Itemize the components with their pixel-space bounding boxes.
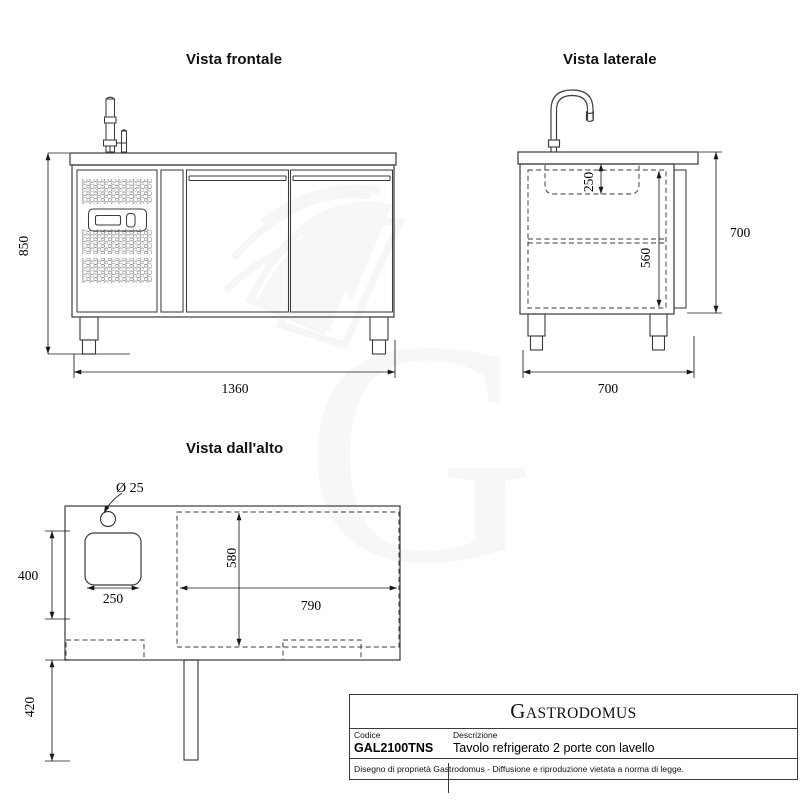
description-value: Tavolo refrigerato 2 porte con lavello [453,741,655,755]
top-view-geometry [64,492,401,761]
top-leg-strips-dashed [65,639,362,661]
side-leg-rear [649,313,668,351]
title-block-footer-row: Disegno di proprietà Gastrodomus - Diffu… [350,759,797,779]
side-dim-700-horizontal [522,336,695,378]
dim-label-top-790: 790 [300,598,322,613]
dim-label-side-basin: 250 [581,171,596,193]
dim-label-top-580: 580 [224,547,239,569]
front-leg-left [79,316,99,355]
front-dim-850 [45,152,130,355]
code-value: GAL2100TNS [354,741,434,755]
top-tap-hole [99,510,117,528]
dim-label-front-width: 1360 [221,381,249,396]
title-block: GASTRODOMUS Codice GAL2100TNS Descrizion… [349,694,798,793]
front-compressor-panel [76,169,158,313]
top-worktop-outline [64,505,401,661]
side-view-geometry [517,89,699,351]
dim-label-top-400: 400 [18,568,39,583]
title-block-divider [448,763,449,793]
front-worktop [69,152,397,166]
top-dim-420 [45,659,70,762]
side-faucet-icon [547,89,594,152]
title-block-info-row: Codice GAL2100TNS Descrizione Tavolo ref… [350,729,797,793]
top-tap-hole-leader [103,492,123,514]
side-worktop [517,151,699,165]
side-inner-cabinet-dashed [527,169,667,309]
description-label: Descrizione [453,730,498,740]
dim-label-top-420: 420 [22,696,37,718]
side-dim-700-vertical [687,151,722,314]
top-shelf-dashed [176,511,400,648]
copyright-note: Disegno di proprietà Gastrodomus - Diffu… [354,764,684,774]
front-blank-panel [160,169,184,313]
front-control-panel [87,208,148,232]
dim-label-side-depth: 700 [597,381,619,396]
front-view-geometry [69,96,397,355]
brand-name: ASTRODOMUS [525,705,637,722]
code-label: Codice [354,730,381,740]
front-door-left [185,169,290,313]
view-title-side: Vista laterale [563,51,657,68]
side-leg-front [527,313,546,351]
front-leg-right [369,316,389,355]
view-title-top: Vista dall'alto [186,440,284,457]
dim-label-top-250: 250 [102,591,124,606]
top-splashback-strip [183,659,199,761]
front-ventilation-grille [82,179,152,283]
top-dim-400 [45,530,70,620]
dim-label-side-height: 700 [730,225,751,240]
dim-label-front-height: 850 [16,235,31,257]
title-block-logo-row: GASTRODOMUS [350,695,797,729]
top-sink-bowl [84,532,142,586]
front-door-right [289,169,394,313]
dim-label-top-hole: Ø 25 [116,481,144,496]
side-door-edge [673,169,687,309]
front-body [71,164,395,318]
view-title-front: Vista frontale [186,51,283,68]
front-faucet-icon [102,96,128,153]
brand-initial: G [510,699,526,723]
front-dim-1360 [73,340,396,378]
brand-logo: GASTRODOMUS [350,699,797,724]
dim-label-side-interior: 560 [638,247,653,269]
